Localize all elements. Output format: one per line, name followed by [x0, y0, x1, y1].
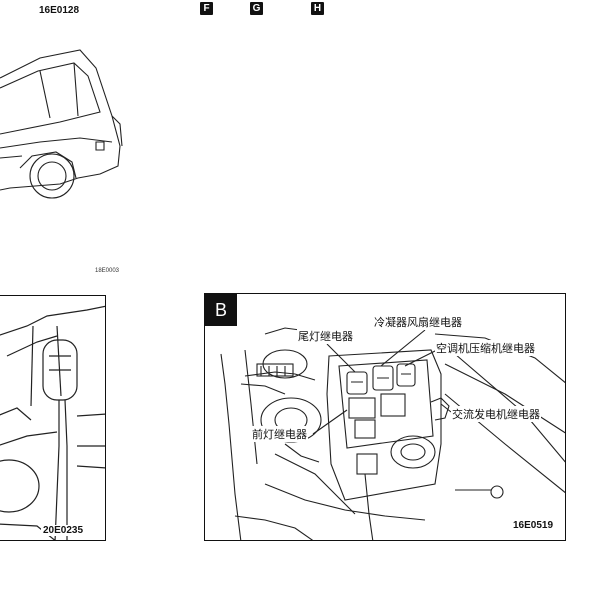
key-h: H — [311, 2, 324, 15]
left-detail-illustration — [0, 305, 105, 540]
relay-box-frame: B — [204, 293, 566, 541]
key-g: G — [250, 2, 263, 15]
label-tail-relay: 尾灯继电器 — [297, 328, 354, 344]
figure-code-left: 20E0235 — [41, 525, 86, 536]
figure-tag-b: B — [205, 294, 237, 326]
label-alternator-relay: 交流发电机继电器 — [451, 406, 541, 422]
left-detail-frame: 20E0235 — [0, 295, 106, 541]
label-headlamp-relay: 前灯继电器 — [251, 426, 308, 442]
key-f: F — [200, 2, 213, 15]
label-condenser-fan-relay: 冷凝器风扇继电器 — [373, 314, 463, 330]
label-ac-compressor-relay: 空调机压缩机继电器 — [435, 340, 536, 356]
figure-code-relay-box: 16E0519 — [511, 520, 556, 531]
car-illustration — [0, 49, 123, 199]
figure-code-small: 18E0003 — [95, 268, 120, 274]
figure-code-top: 16E0128 — [39, 5, 80, 16]
